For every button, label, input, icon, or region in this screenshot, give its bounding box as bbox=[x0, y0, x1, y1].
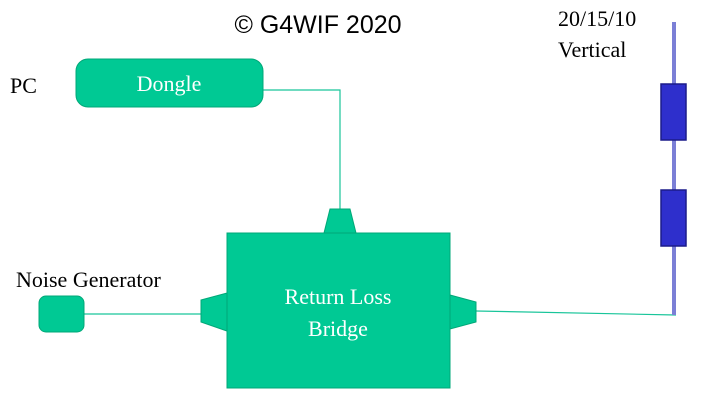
noise-generator-label: Noise Generator bbox=[16, 267, 161, 292]
noise-generator-box bbox=[38, 295, 85, 333]
bridge-label-line2: Bridge bbox=[308, 316, 368, 341]
bridge-top-connector bbox=[323, 208, 357, 234]
dongle-box bbox=[75, 58, 264, 108]
antenna-label-type: Vertical bbox=[558, 37, 626, 62]
bridge-label-line1: Return Loss bbox=[285, 284, 392, 309]
antenna-trap-upper bbox=[660, 83, 687, 141]
antenna-trap-lower bbox=[660, 189, 687, 247]
bridge-left-connector bbox=[200, 292, 228, 332]
dongle-to-bridge-wire bbox=[262, 89, 341, 209]
antenna-label-bands: 20/15/10 bbox=[558, 6, 636, 31]
copyright-title: © G4WIF 2020 bbox=[234, 11, 401, 39]
dongle-label: Dongle bbox=[137, 71, 202, 96]
bridge-to-antenna-wire bbox=[475, 310, 677, 316]
pc-label: PC bbox=[10, 73, 37, 98]
return-loss-bridge-box bbox=[226, 232, 451, 389]
bridge-right-connector bbox=[449, 294, 477, 330]
